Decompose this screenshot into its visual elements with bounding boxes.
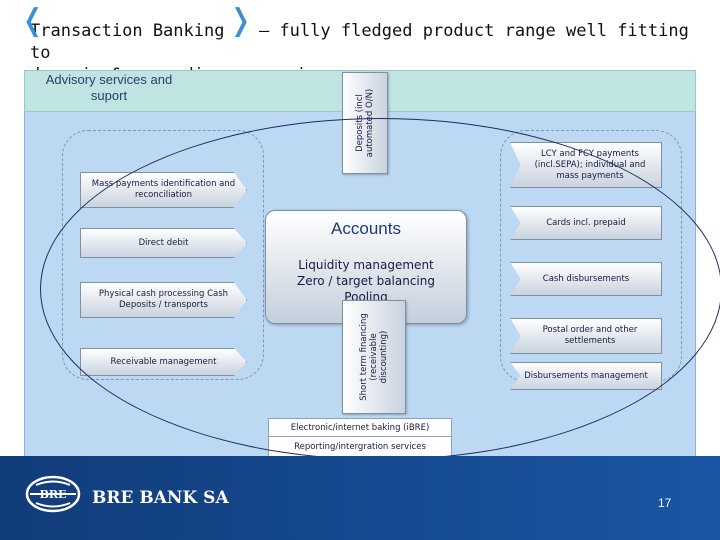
receivable-management-label: Receivable management xyxy=(110,356,217,367)
lcy-fcy-payments-label: LCY and FCY payments (incl.SEPA); indivi… xyxy=(534,148,646,181)
page-number: 17 xyxy=(658,496,672,510)
accounts-title: Accounts xyxy=(331,219,401,238)
short-term-financing-label: Short term financing (receivable discoun… xyxy=(359,313,389,401)
short-term-financing-box: Short term financing (receivable discoun… xyxy=(342,300,406,414)
cash-processing-arrow: Physical cash processing Cash Deposits /… xyxy=(80,282,247,318)
cards-arrow: Cards incl. prepaid xyxy=(510,206,662,240)
electronic-banking-label: Electronic/internet baking (iBRE) xyxy=(290,423,430,433)
mass-payments-label: Mass payments identification and reconci… xyxy=(91,179,236,200)
disbursements-management-arrow: Disbursements management xyxy=(510,362,662,390)
cash-disbursements-arrow: Cash disbursements xyxy=(510,262,662,296)
reporting-services-box: Reporting/intergration services xyxy=(268,436,452,458)
reporting-services-label: Reporting/intergration services xyxy=(294,442,426,452)
direct-debit-arrow: Direct debit xyxy=(80,228,247,258)
title-part-2: – fully fledged product range well fitti… xyxy=(30,21,689,63)
bank-name: BRE BANK SA xyxy=(92,488,229,508)
electronic-banking-box: Electronic/internet baking (iBRE) xyxy=(268,418,452,438)
title-part-1: Transaction Banking xyxy=(30,21,225,41)
accounts-description: Liquidity management Zero / target balan… xyxy=(266,257,466,305)
lcy-fcy-payments-arrow: LCY and FCY payments (incl.SEPA); indivi… xyxy=(510,142,662,188)
cash-disbursements-label: Cash disbursements xyxy=(542,273,630,284)
postal-order-arrow: Postal order and other settlements xyxy=(510,318,662,354)
left-dashed-group xyxy=(62,130,264,380)
postal-order-label: Postal order and other settlements xyxy=(542,325,638,346)
accounts-line-2: Zero / target balancing xyxy=(296,274,435,288)
cash-processing-label: Physical cash processing Cash Deposits /… xyxy=(98,289,229,310)
deposits-box: Deposits (incl automated O/N) xyxy=(342,72,388,174)
deposits-label: Deposits (incl automated O/N) xyxy=(355,88,375,158)
accounts-box: Accounts Liquidity management Zero / tar… xyxy=(265,210,467,324)
disbursements-management-label: Disbursements management xyxy=(524,370,648,381)
receivable-management-arrow: Receivable management xyxy=(80,348,247,376)
advisory-label: Advisory services and suport xyxy=(45,72,173,103)
left-bracket-icon: ❬ xyxy=(20,3,46,38)
direct-debit-label: Direct debit xyxy=(138,237,189,248)
mass-payments-arrow: Mass payments identification and reconci… xyxy=(80,172,247,208)
accounts-line-1: Liquidity management xyxy=(298,258,434,272)
cards-label: Cards incl. prepaid xyxy=(546,217,626,228)
right-bracket-icon: ❭ xyxy=(228,3,254,38)
footer-bar xyxy=(0,456,720,540)
svg-text:BRE: BRE xyxy=(40,488,67,501)
bre-logo-icon: BRE xyxy=(24,474,82,514)
